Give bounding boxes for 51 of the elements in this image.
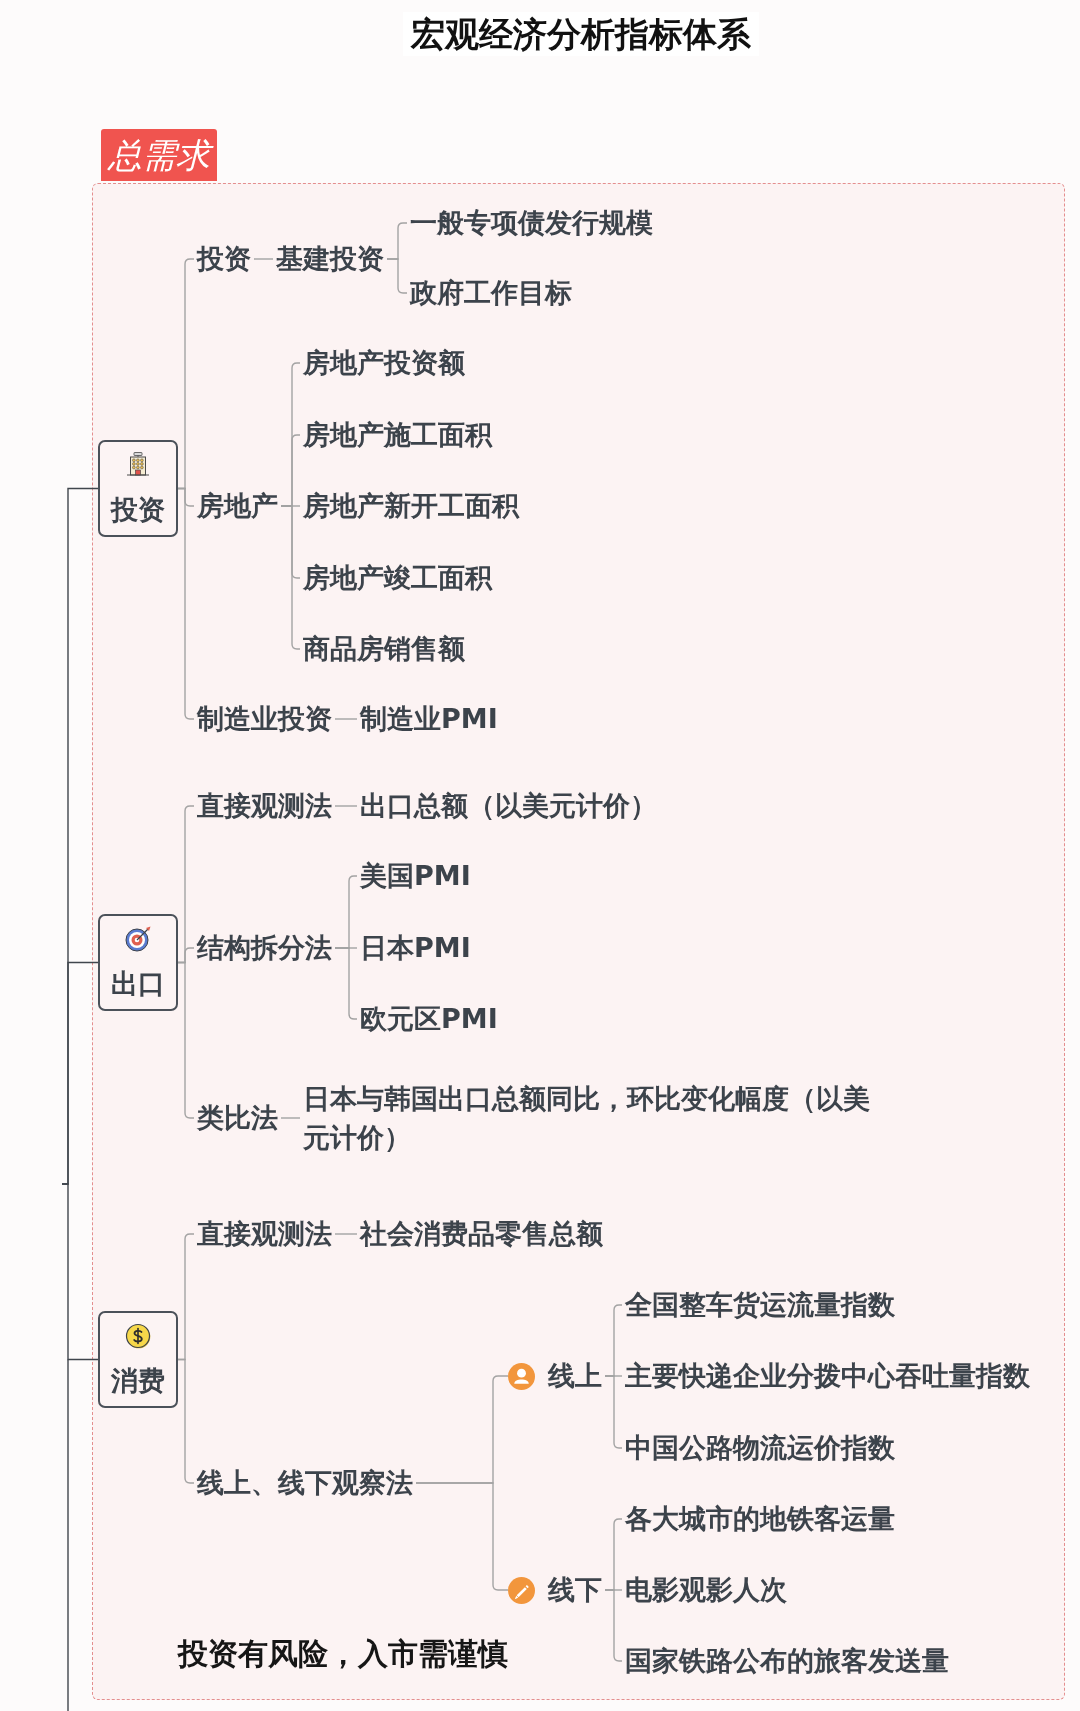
topic-label: 直接观测法 (194, 788, 335, 824)
topic-label: 电影观影人次 (622, 1572, 790, 1608)
topic-label: 日本PMI (357, 930, 474, 966)
topic-label: 出口 (110, 967, 166, 1001)
diagram-title: 宏观经济分析指标体系 (403, 12, 759, 56)
topic-label: 房地产新开工面积 (300, 488, 522, 524)
topic-box (98, 440, 178, 537)
topic-label: 中国公路物流运价指数 (622, 1430, 898, 1466)
topic-label: 一般专项债发行规模 (407, 205, 656, 241)
topic-label: 房地产投资额 (300, 345, 468, 381)
topic-label: 制造业投资 (194, 701, 335, 737)
topic-label: 主要快递企业分拨中心吞吐量指数 (622, 1358, 1033, 1394)
topic-box (98, 914, 178, 1011)
topic-label: 类比法 (194, 1100, 281, 1136)
topic-label: 投资 (194, 241, 254, 277)
topic-label: 直接观测法 (194, 1216, 335, 1252)
topic-label: 线下 (547, 1573, 603, 1607)
topic-label: 房地产施工面积 (300, 417, 495, 453)
topic-label: 日本与韩国出口总额同比，环比变化幅度（以美元计价） (300, 1079, 886, 1157)
topic-label: 欧元区PMI (357, 1001, 501, 1037)
topic-label: 制造业PMI (357, 701, 501, 737)
topic-label: 线上、线下观察法 (194, 1465, 416, 1501)
topic-label: 全国整车货运流量指数 (622, 1287, 898, 1323)
connector-line (280, 1117, 301, 1119)
topic-label: 商品房销售额 (300, 631, 468, 667)
topic-box (98, 1311, 178, 1408)
group-tag: 总需求 (101, 129, 217, 181)
connector-line (386, 258, 408, 294)
topic-label: 基建投资 (273, 241, 387, 277)
topic-label: 政府工作目标 (407, 275, 575, 311)
connector-line (604, 1589, 623, 1662)
topic-label: 消费 (110, 1364, 166, 1398)
connector-line (253, 258, 274, 260)
topic-label: 社会消费品零售总额 (357, 1216, 606, 1252)
topic-label: 房地产 (194, 488, 281, 524)
connector-line (61, 1183, 99, 1361)
topic-label: 房地产竣工面积 (300, 560, 495, 596)
topic-label: 线上 (547, 1359, 603, 1393)
topic-label: 投资 (109, 493, 166, 527)
topic-label: 出口总额（以美元计价） (357, 788, 660, 824)
connector-line (334, 718, 358, 720)
topic-label: 国家铁路公布的旅客发送量 (622, 1643, 952, 1679)
note-text: 投资有风险，入市需谨慎 (178, 1635, 508, 1673)
topic-label: 结构拆分法 (194, 930, 335, 966)
connector-line (604, 1375, 623, 1449)
topic-label: 美国PMI (357, 858, 474, 894)
topic-label: 各大城市的地铁客运量 (622, 1501, 898, 1537)
connector-line (334, 805, 358, 807)
connector-line (334, 947, 358, 1020)
connector-line (415, 1482, 509, 1591)
connector-line (334, 1233, 358, 1235)
